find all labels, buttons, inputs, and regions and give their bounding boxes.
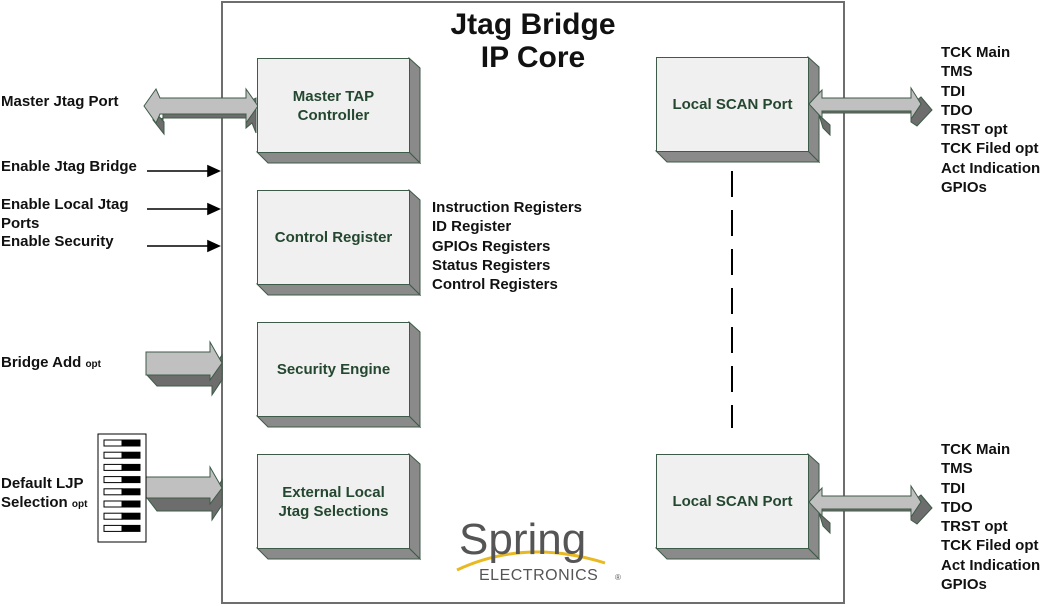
master-tap-side — [408, 56, 421, 165]
external-local-label-1: External Local — [282, 483, 385, 501]
control-register-bottom — [255, 283, 422, 296]
signal-item: Act Indication — [941, 556, 1041, 574]
bridge-add-text: Bridge Add — [1, 354, 82, 371]
signal-item: TMS — [941, 460, 973, 478]
signal-item: TDO — [941, 101, 973, 119]
signal-item: GPIOs — [941, 576, 987, 594]
master-jtag-double-arrow — [143, 87, 259, 136]
logo-sub: ELECTRONICS — [479, 567, 598, 584]
title-line-1: Jtag Bridge — [450, 8, 616, 41]
dip-switch-slot — [103, 500, 123, 508]
default-ljp-text: Selection — [1, 494, 68, 511]
dip-switch-toggle — [121, 524, 141, 532]
signal-item: TRST opt — [941, 518, 1008, 536]
signal-item: Act Indication — [941, 159, 1041, 177]
signal-list-bottom: TCK Main TMS TDI TDO TRST opt TCK Filed … — [941, 440, 1040, 594]
security-engine-bottom — [255, 415, 422, 428]
signal-item: TCK Main — [941, 44, 1011, 61]
default-ljp-arrow — [145, 465, 223, 522]
register-item: Status Registers — [432, 256, 551, 274]
register-item: ID Register — [432, 218, 512, 236]
signal-item: TCK Main — [941, 441, 1011, 458]
dip-switch-slot — [103, 476, 123, 484]
local-scan-top-double-arrow — [808, 86, 933, 137]
enable-security-label: Enable Security — [1, 233, 114, 250]
logo-mark: ® — [615, 573, 621, 582]
security-engine-label: Security Engine — [276, 361, 391, 378]
signal-item: TMS — [941, 63, 973, 81]
local-scan-port-top-block: Local SCAN Port — [656, 57, 809, 152]
dip-switch-slot — [103, 524, 123, 532]
master-tap-controller-block: Master TAP Controller — [257, 58, 410, 153]
dip-switch-toggle — [121, 439, 141, 447]
bridge-add-label: Bridge Add opt — [1, 353, 101, 374]
signal-item: GPIOs — [941, 179, 987, 197]
master-tap-bottom — [255, 151, 422, 164]
default-ljp-opt: opt — [71, 499, 88, 510]
local-scan-bottom-double-arrow — [808, 484, 933, 535]
signal-list-top: TCK Main TMS TDI TDO TRST opt TCK Filed … — [941, 43, 1040, 197]
local-scan-port-bottom-block: Local SCAN Port — [656, 454, 809, 549]
enable-local-jtag-label-1: Enable Local Jtag — [1, 196, 129, 213]
signal-item: TCK Filed opt — [941, 537, 1039, 555]
dip-switch-toggle — [121, 512, 141, 520]
control-register-block: Control Register — [257, 190, 410, 285]
register-item: Instruction Registers — [432, 199, 583, 216]
dip-switch-positions — [103, 439, 141, 532]
diagram-title: Jtag Bridge IP Core — [221, 8, 845, 74]
dip-switch-toggle — [121, 451, 141, 459]
bridge-add-opt: opt — [85, 359, 101, 370]
logo-swoosh — [456, 550, 606, 572]
dip-switch-toggle — [121, 500, 141, 508]
security-engine-side — [408, 320, 421, 429]
enable-local-jtag-label-2: Ports — [1, 215, 40, 232]
title-line-2: IP Core — [480, 41, 586, 74]
spring-electronics-logo: Spring ELECTRONICS ® — [455, 508, 635, 588]
local-scan-bottom-label: Local SCAN Port — [672, 493, 793, 510]
register-list: Instruction Registers ID Register GPIOs … — [432, 198, 582, 294]
master-jtag-port-label: Master Jtag Port — [1, 93, 119, 110]
bridge-add-arrow — [145, 340, 223, 397]
dip-switch-slot — [103, 439, 123, 447]
dip-switch-slot — [103, 451, 123, 459]
signal-item: TCK Filed opt — [941, 140, 1039, 158]
default-ljp-label-2: Selection opt — [1, 493, 87, 514]
enable-arrows — [147, 164, 221, 253]
dip-switch-toggle — [121, 488, 141, 496]
local-scan-bottom-bottom — [654, 547, 821, 560]
signal-item: TDI — [941, 479, 966, 497]
dip-switch-slot — [103, 488, 123, 496]
signal-item: TRST opt — [941, 121, 1008, 139]
logo-graphic: Spring ELECTRONICS ® — [456, 515, 621, 584]
master-tap-label-2: Controller — [297, 106, 370, 124]
dip-switch-toggle — [121, 476, 141, 484]
register-item: Control Registers — [432, 276, 558, 294]
dip-switch-slot — [103, 512, 123, 520]
control-register-label: Control Register — [274, 229, 393, 246]
enable-jtag-bridge-label: Enable Jtag Bridge — [1, 158, 137, 175]
register-item: GPIOs Registers — [432, 237, 551, 255]
signal-item: TDI — [941, 82, 966, 100]
signal-item: TDO — [941, 498, 973, 516]
external-local-side — [408, 452, 421, 561]
local-scan-top-bottom — [654, 150, 821, 163]
dip-switch-slot — [103, 463, 123, 471]
control-register-side — [408, 188, 421, 297]
master-tap-label-1: Master TAP — [292, 87, 375, 105]
external-local-label-2: Jtag Selections — [278, 502, 389, 520]
external-local-jtag-block: External Local Jtag Selections — [257, 454, 410, 549]
default-ljp-label-1: Default LJP — [1, 475, 84, 492]
security-engine-block: Security Engine — [257, 322, 410, 417]
external-local-bottom — [255, 547, 422, 560]
local-scan-top-label: Local SCAN Port — [672, 96, 793, 113]
logo-brand: Spring — [459, 515, 586, 564]
dip-switch-toggle — [121, 463, 141, 471]
